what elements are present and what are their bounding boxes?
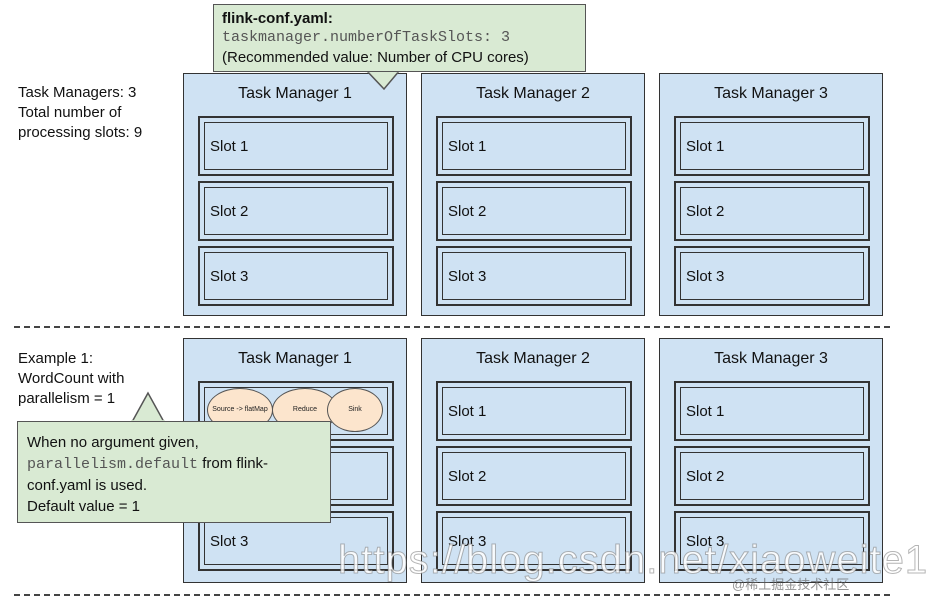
slot-label: Slot 2 <box>686 467 725 485</box>
slot-label: Slot 3 <box>686 532 725 550</box>
summary-line-2: Total number of <box>18 104 122 121</box>
slot-label: Slot 1 <box>448 137 487 155</box>
callout-line-4: Default value = 1 <box>27 498 140 515</box>
slot-label: Slot 3 <box>448 267 487 285</box>
slot-label: Slot 3 <box>448 532 487 550</box>
slot-box: Slot 2 <box>674 446 870 506</box>
callout-line-2-rest: from flink- <box>198 455 269 472</box>
slot-box: Slot 3 <box>674 246 870 306</box>
bottom-task-manager-3: Task Manager 3 Slot 1 Slot 2 Slot 3 <box>659 338 883 583</box>
slot-box: Slot 3 <box>436 511 632 571</box>
slot-label: Slot 2 <box>210 202 249 220</box>
slot-label: Slot 2 <box>686 202 725 220</box>
slot-label: Slot 3 <box>686 267 725 285</box>
slot-box: Slot 3 <box>198 246 394 306</box>
slot-box: Slot 1 <box>436 116 632 176</box>
watermark-url: https://blog.csdn.net/xiaoweite1 <box>337 538 928 583</box>
top-task-manager-1: Task Manager 1 Slot 1 Slot 2 Slot 3 <box>183 73 407 316</box>
summary-line-1: Task Managers: 3 <box>18 84 137 101</box>
config-file-title: flink-conf.yaml: <box>222 10 333 27</box>
slot-box: Slot 2 <box>198 181 394 241</box>
slot-label: Slot 1 <box>448 402 487 420</box>
task-manager-title: Task Manager 2 <box>476 350 590 367</box>
slot-label: Slot 2 <box>448 202 487 220</box>
bottom-divider <box>14 594 890 596</box>
example-line-1: Example 1: <box>18 350 94 367</box>
config-note: (Recommended value: Number of CPU cores) <box>222 49 529 66</box>
callout-line-3: conf.yaml is used. <box>27 477 148 494</box>
slot-box: Slot 1 <box>674 116 870 176</box>
slot-box: Slot 3 <box>436 246 632 306</box>
config-callout-pointer <box>364 69 402 91</box>
slot-box: Slot 1 <box>436 381 632 441</box>
top-task-manager-2: Task Manager 2 Slot 1 Slot 2 Slot 3 <box>421 73 645 316</box>
task-manager-title: Task Manager 2 <box>476 85 590 102</box>
slot-label: Slot 2 <box>448 467 487 485</box>
cluster-summary: Task Managers: 3 Total number of process… <box>18 83 142 143</box>
task-manager-title: Task Manager 3 <box>714 350 828 367</box>
section-divider <box>14 326 890 328</box>
slot-box: Slot 2 <box>436 181 632 241</box>
slot-box: Slot 1 <box>674 381 870 441</box>
task-manager-title: Task Manager 3 <box>714 85 828 102</box>
callout-line-1: When no argument given, <box>27 434 199 451</box>
slot-box: Slot 2 <box>436 446 632 506</box>
default-callout-pointer <box>130 391 166 424</box>
top-task-manager-3: Task Manager 3 Slot 1 Slot 2 Slot 3 <box>659 73 883 316</box>
example-description: Example 1: WordCount with parallelism = … <box>18 349 124 409</box>
callout-line-2: parallelism.default from flink- <box>27 453 330 475</box>
summary-line-3: processing slots: 9 <box>18 124 143 141</box>
bottom-task-manager-2: Task Manager 2 Slot 1 Slot 2 Slot 3 <box>421 338 645 583</box>
watermark-credit: @稀土掘金技术社区 <box>732 577 850 592</box>
slot-box: Slot 3 <box>674 511 870 571</box>
operator-sink: Sink <box>327 388 383 432</box>
slot-label: Slot 1 <box>686 402 725 420</box>
slot-box: Slot 1 <box>198 116 394 176</box>
slot-label: Slot 1 <box>686 137 725 155</box>
default-parallelism-callout: When no argument given, parallelism.defa… <box>17 421 331 523</box>
task-manager-title: Task Manager 1 <box>238 85 352 102</box>
callout-code: parallelism.default <box>27 456 199 473</box>
slot-label: Slot 1 <box>210 137 249 155</box>
slot-box: Slot 2 <box>674 181 870 241</box>
config-code: taskmanager.numberOfTaskSlots: 3 <box>222 29 511 46</box>
example-line-2: WordCount with <box>18 370 125 387</box>
example-line-3: parallelism = 1 <box>18 390 116 407</box>
slot-label: Slot 3 <box>210 267 249 285</box>
config-callout: flink-conf.yaml: taskmanager.numberOfTas… <box>213 4 586 72</box>
task-manager-title: Task Manager 1 <box>238 350 352 367</box>
slot-label: Slot 3 <box>210 532 249 550</box>
